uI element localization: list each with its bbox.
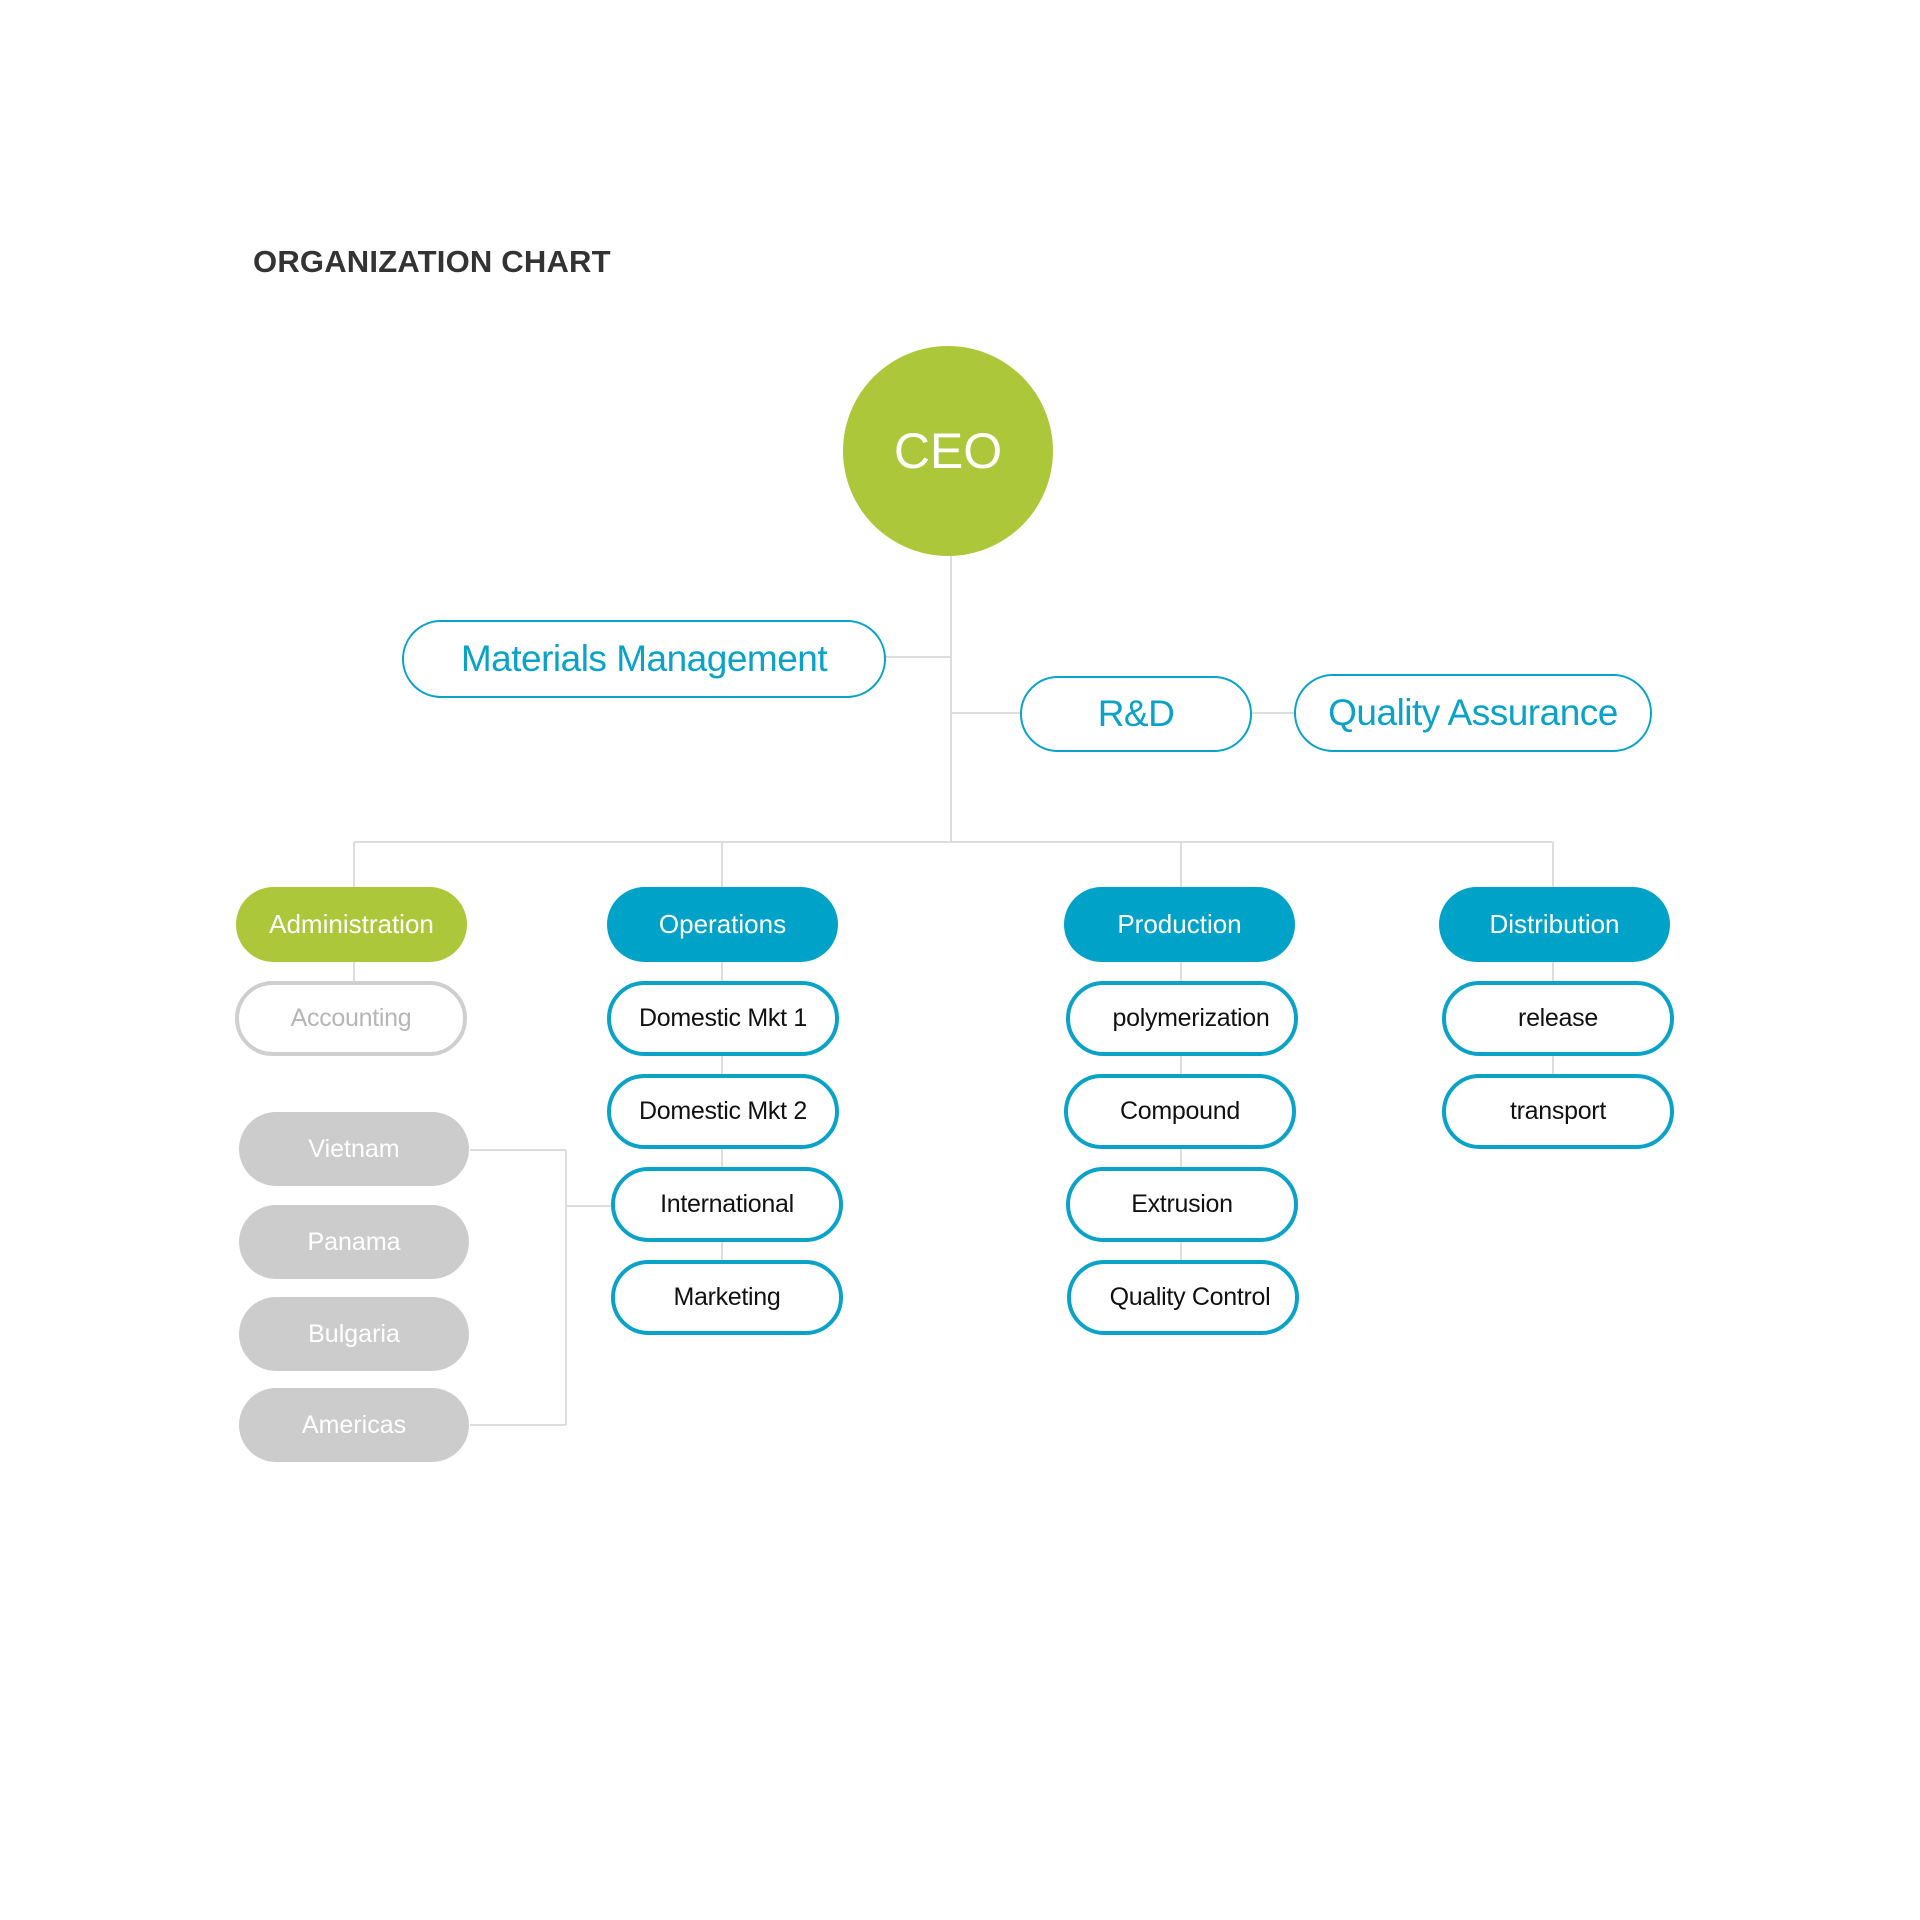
polymerization-node[interactable]: polymerization bbox=[1066, 981, 1298, 1056]
rnd-node[interactable]: R&D bbox=[1020, 676, 1252, 752]
transport-node[interactable]: transport bbox=[1442, 1074, 1674, 1149]
region-panama[interactable]: Panama bbox=[239, 1205, 469, 1279]
ceo-node[interactable]: CEO bbox=[843, 346, 1053, 556]
region-vietnam[interactable]: Vietnam bbox=[239, 1112, 469, 1186]
distribution-node[interactable]: Distribution bbox=[1439, 887, 1670, 962]
quality-control-node[interactable]: Quality Control bbox=[1067, 1260, 1299, 1335]
materials-management-node[interactable]: Materials Management bbox=[402, 620, 886, 698]
marketing-node[interactable]: Marketing bbox=[611, 1260, 843, 1335]
production-node[interactable]: Production bbox=[1064, 887, 1295, 962]
administration-node[interactable]: Administration bbox=[236, 887, 467, 962]
accounting-node[interactable]: Accounting bbox=[235, 981, 467, 1056]
extrusion-node[interactable]: Extrusion bbox=[1066, 1167, 1298, 1242]
compound-node[interactable]: Compound bbox=[1064, 1074, 1296, 1149]
operations-node[interactable]: Operations bbox=[607, 887, 838, 962]
release-node[interactable]: release bbox=[1442, 981, 1674, 1056]
international-node[interactable]: International bbox=[611, 1167, 843, 1242]
region-bulgaria[interactable]: Bulgaria bbox=[239, 1297, 469, 1371]
page-title: ORGANIZATION CHART bbox=[253, 244, 611, 279]
domestic-mkt-2-node[interactable]: Domestic Mkt 2 bbox=[607, 1074, 839, 1149]
quality-assurance-node[interactable]: Quality Assurance bbox=[1294, 674, 1652, 752]
region-americas[interactable]: Americas bbox=[239, 1388, 469, 1462]
domestic-mkt-1-node[interactable]: Domestic Mkt 1 bbox=[607, 981, 839, 1056]
